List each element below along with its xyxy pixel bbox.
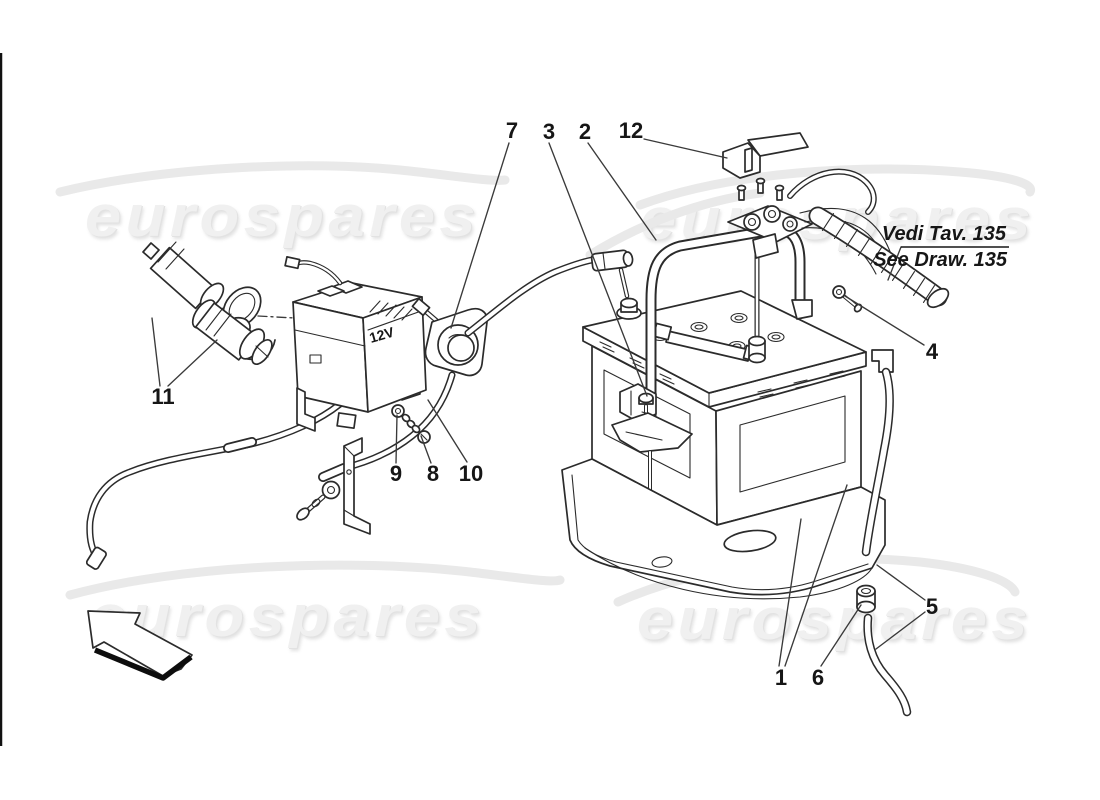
positive-terminal-cluster [727, 168, 950, 309]
callout-12: 12 [619, 118, 643, 143]
note-english: See Draw. 135 [873, 249, 1008, 271]
retaining-bracket [722, 132, 809, 179]
cigar-lighter-assembly [142, 241, 276, 366]
watermark-bottom-right: eurospares [637, 587, 1033, 652]
callout-3: 3 [543, 119, 555, 144]
watermark-top-left: eurospares [85, 184, 481, 249]
callout-2: 2 [579, 119, 591, 144]
jump-post-terminal [411, 249, 634, 377]
alignment-dash-line [257, 315, 369, 323]
vent-slots [599, 341, 846, 398]
breather-tube [856, 349, 912, 717]
callout-9: 9 [390, 461, 402, 486]
callout-numbers: 7 3 2 12 4 11 9 8 10 1 6 5 [151, 118, 939, 690]
ring-terminal-cable [296, 371, 456, 535]
power-box-12v: 12V [284, 255, 427, 432]
leader-lines [151, 138, 926, 667]
callout-4: 4 [926, 339, 939, 364]
corrugated-sleeve [808, 206, 950, 309]
callout-5: 5 [926, 594, 938, 619]
callout-8: 8 [427, 461, 439, 486]
callout-10: 10 [459, 461, 483, 486]
callout-6: 6 [812, 665, 824, 690]
screw-item4 [832, 285, 863, 313]
callout-11: 11 [151, 384, 174, 409]
direction-arrow [87, 610, 193, 681]
terminal-studs [736, 177, 785, 201]
battery-voltage-label: 12V [367, 323, 396, 345]
ground-cable [85, 400, 344, 570]
note-italian: Vedi Tav. 135 [882, 223, 1007, 245]
callout-7: 7 [506, 118, 518, 143]
callout-1: 1 [775, 665, 787, 690]
holddown-strap [611, 224, 813, 500]
battery-tray [561, 458, 886, 600]
cross-reference-note: Vedi Tav. 135 See Draw. 135 [873, 223, 1009, 271]
